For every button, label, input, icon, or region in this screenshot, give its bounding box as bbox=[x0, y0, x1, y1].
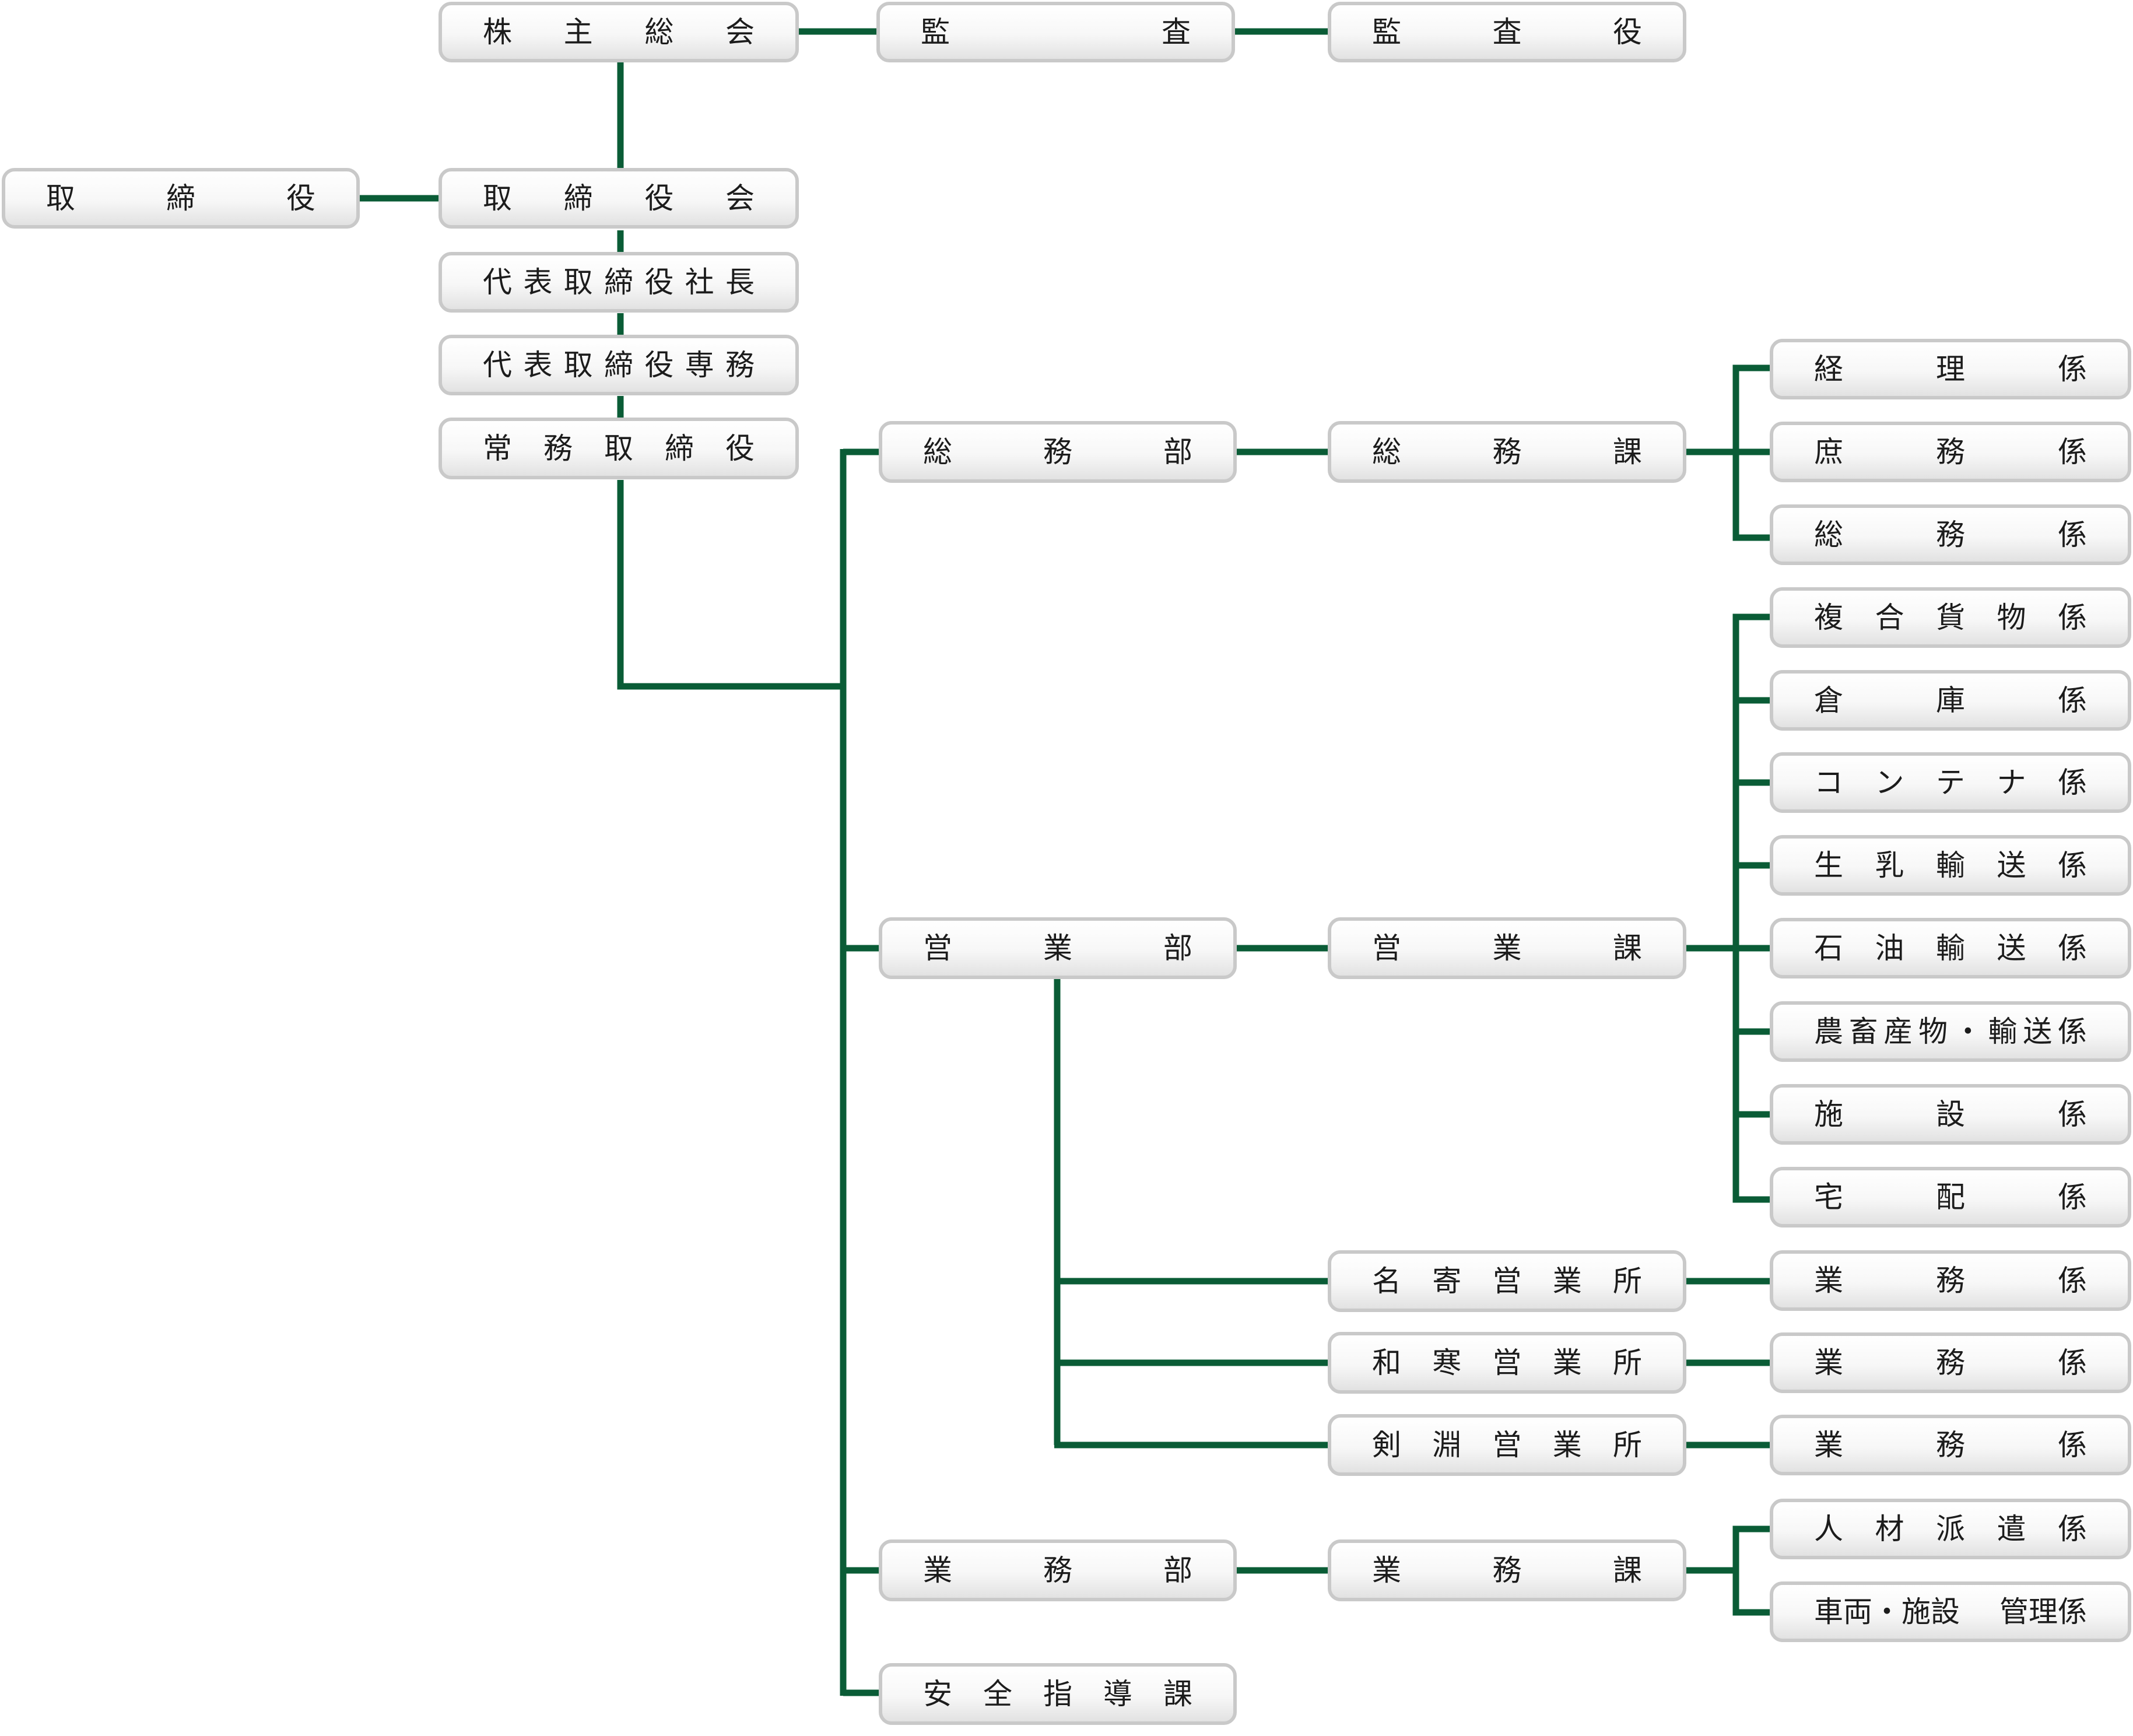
node-warehouse-unit: 倉庫係 bbox=[1770, 670, 2131, 731]
node-oil-transport-unit-label: 石油輸送係 bbox=[1814, 931, 2087, 965]
node-sales-section: 営業課 bbox=[1328, 917, 1686, 979]
node-kembuchi-operations-unit: 業務係 bbox=[1770, 1415, 2131, 1475]
node-oil-transport-unit: 石油輸送係 bbox=[1770, 918, 2131, 979]
node-general-affairs-dept: 総務部 bbox=[879, 421, 1237, 483]
node-facility-unit-label: 施設係 bbox=[1814, 1097, 2087, 1131]
node-nayoro-sales-office-label: 名寄営業所 bbox=[1372, 1264, 1642, 1298]
node-general-affairs-dept-label: 総務部 bbox=[923, 435, 1192, 469]
node-milk-transport-unit: 生乳輸送係 bbox=[1770, 835, 2131, 896]
node-safety-guidance-section-label: 安全指導課 bbox=[923, 1677, 1192, 1711]
node-nayoro-operations-unit: 業務係 bbox=[1770, 1250, 2131, 1311]
node-staffing-unit-label: 人材派遣係 bbox=[1814, 1512, 2087, 1546]
node-vehicle-facility-mgmt-unit-label: 車両・施設管理係 bbox=[1814, 1595, 2087, 1629]
node-sales-section-label: 営業課 bbox=[1372, 931, 1642, 965]
node-operations-dept-label: 業務部 bbox=[923, 1553, 1192, 1587]
node-general-affairs-unit-label: 総務係 bbox=[1814, 518, 2087, 552]
node-wassamu-operations-unit: 業務係 bbox=[1770, 1332, 2131, 1393]
node-container-unit: コンテナ係 bbox=[1770, 752, 2131, 813]
node-sales-dept-label: 営業部 bbox=[923, 931, 1192, 965]
node-milk-transport-unit-label: 生乳輸送係 bbox=[1814, 848, 2087, 882]
node-president: 代表取締役社長 bbox=[438, 252, 799, 313]
node-kembuchi-sales-office: 剣淵営業所 bbox=[1328, 1414, 1686, 1476]
node-auditor-label: 監査役 bbox=[1372, 15, 1642, 49]
node-accounting-unit-label: 経理係 bbox=[1814, 352, 2087, 386]
node-composite-cargo-unit: 複合貨物係 bbox=[1770, 587, 2131, 648]
node-safety-guidance-section: 安全指導課 bbox=[879, 1663, 1237, 1725]
node-wassamu-operations-unit-label: 業務係 bbox=[1814, 1346, 2087, 1380]
node-farm-products-transport-unit: 農畜産物・輸送係 bbox=[1770, 1001, 2131, 1062]
node-accounting-unit: 経理係 bbox=[1770, 339, 2131, 399]
node-general-affairs-section: 総務課 bbox=[1328, 421, 1686, 483]
node-managing-director: 常務取締役 bbox=[438, 418, 799, 479]
node-facility-unit: 施設係 bbox=[1770, 1084, 2131, 1145]
node-audit-label: 監査 bbox=[921, 15, 1191, 49]
node-home-delivery-unit: 宅配係 bbox=[1770, 1167, 2131, 1228]
node-director: 取締役 bbox=[2, 168, 360, 229]
node-composite-cargo-unit-label: 複合貨物係 bbox=[1814, 601, 2087, 634]
node-warehouse-unit-label: 倉庫係 bbox=[1814, 683, 2087, 717]
node-farm-products-transport-unit-label: 農畜産物・輸送係 bbox=[1814, 1015, 2087, 1048]
node-wassamu-sales-office-label: 和寒営業所 bbox=[1372, 1346, 1642, 1380]
node-kembuchi-operations-unit-label: 業務係 bbox=[1814, 1428, 2087, 1462]
node-operations-section-label: 業務課 bbox=[1372, 1553, 1642, 1587]
node-managing-director-label: 常務取締役 bbox=[483, 432, 755, 465]
node-vehicle-facility-mgmt-unit: 車両・施設管理係 bbox=[1770, 1581, 2131, 1642]
node-operations-dept: 業務部 bbox=[879, 1539, 1237, 1601]
node-home-delivery-unit-label: 宅配係 bbox=[1814, 1180, 2087, 1214]
node-senior-managing-director: 代表取締役専務 bbox=[438, 335, 799, 395]
node-general-affairs-section-label: 総務課 bbox=[1372, 435, 1642, 469]
node-wassamu-sales-office: 和寒営業所 bbox=[1328, 1332, 1686, 1394]
node-board-of-directors: 取締役会 bbox=[438, 168, 799, 229]
node-clerical-unit-label: 庶務係 bbox=[1814, 435, 2087, 469]
node-clerical-unit: 庶務係 bbox=[1770, 422, 2131, 482]
node-shareholders-meeting-label: 株主総会 bbox=[483, 15, 755, 49]
node-shareholders-meeting: 株主総会 bbox=[438, 2, 799, 62]
node-staffing-unit: 人材派遣係 bbox=[1770, 1499, 2131, 1559]
node-director-label: 取締役 bbox=[46, 181, 315, 215]
node-container-unit-label: コンテナ係 bbox=[1814, 766, 2087, 799]
node-sales-dept: 営業部 bbox=[879, 917, 1237, 979]
node-auditor: 監査役 bbox=[1328, 2, 1686, 62]
node-nayoro-operations-unit-label: 業務係 bbox=[1814, 1264, 2087, 1297]
node-kembuchi-sales-office-label: 剣淵営業所 bbox=[1372, 1428, 1642, 1462]
node-audit: 監査 bbox=[876, 2, 1235, 62]
node-president-label: 代表取締役社長 bbox=[483, 265, 755, 299]
node-senior-managing-director-label: 代表取締役専務 bbox=[483, 348, 755, 382]
node-operations-section: 業務課 bbox=[1328, 1539, 1686, 1601]
node-board-of-directors-label: 取締役会 bbox=[483, 181, 755, 215]
node-general-affairs-unit: 総務係 bbox=[1770, 504, 2131, 565]
node-nayoro-sales-office: 名寄営業所 bbox=[1328, 1250, 1686, 1312]
